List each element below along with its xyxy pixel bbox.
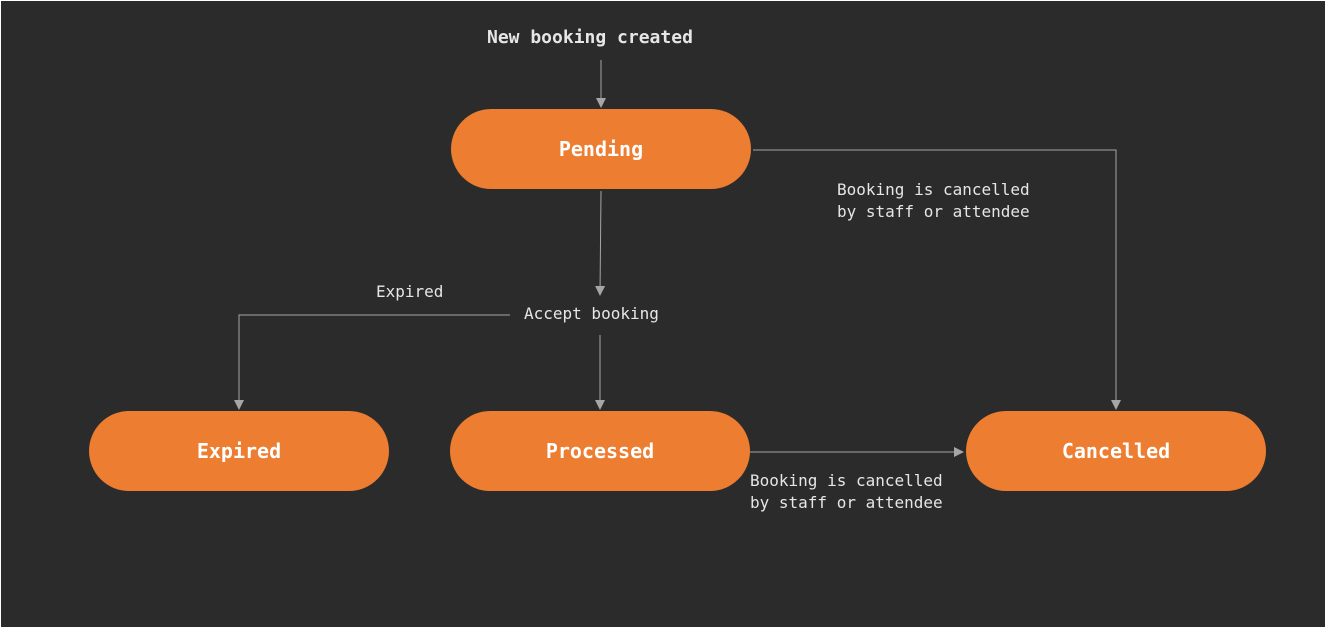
edge-label-pending-cancel-line2: by staff or attendee bbox=[837, 202, 1030, 221]
node-processed[interactable]: Processed bbox=[450, 411, 750, 491]
node-expired[interactable]: Expired bbox=[89, 411, 389, 491]
edge-label-accept-booking: Accept booking bbox=[520, 303, 663, 325]
node-pending-label: Pending bbox=[558, 137, 644, 161]
edge-pending-to-cancelled bbox=[753, 149, 1121, 410]
edge-label-processed-cancel-line2: by staff or attendee bbox=[750, 493, 943, 512]
edge-label-pending-cancel-line1: Booking is cancelled bbox=[837, 180, 1030, 199]
node-cancelled-label: Cancelled bbox=[1061, 439, 1171, 463]
edge-label-pending-cancel: Booking is cancelled by staff or attende… bbox=[837, 179, 1030, 223]
node-expired-label: Expired bbox=[196, 439, 282, 463]
node-cancelled[interactable]: Cancelled bbox=[966, 411, 1266, 491]
node-processed-label: Processed bbox=[545, 439, 655, 463]
edge-label-expired: Expired bbox=[376, 282, 444, 301]
edge-label-processed-cancel: Booking is cancelled by staff or attende… bbox=[750, 470, 943, 514]
start-label: New booking created bbox=[487, 27, 693, 48]
edge-accept-to-expired bbox=[234, 314, 510, 410]
node-pending[interactable]: Pending bbox=[451, 109, 751, 189]
edge-label-processed-cancel-line1: Booking is cancelled bbox=[750, 471, 943, 490]
edge-pending-to-accept bbox=[595, 190, 606, 296]
